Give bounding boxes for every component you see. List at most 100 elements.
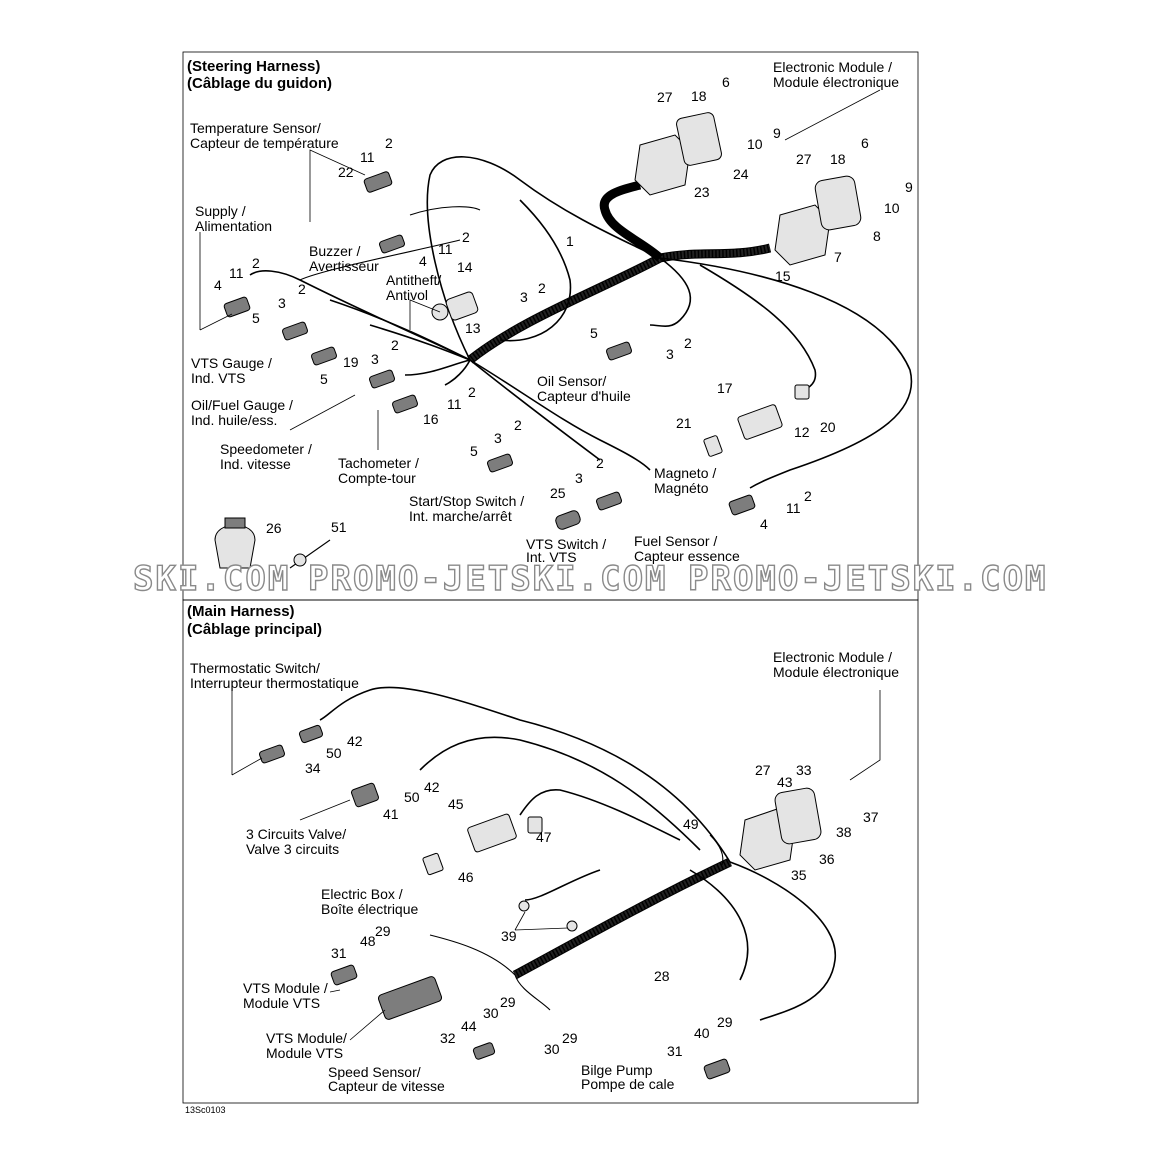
callout-26: 26 — [266, 520, 282, 536]
label-valve-en: 3 Circuits Valve/ — [246, 826, 346, 842]
label-vts-module1-fr: Module VTS — [243, 995, 320, 1011]
callout-m37: 37 — [863, 809, 879, 825]
callout-11b: 11 — [438, 241, 453, 257]
label-oil-fuel-gauge-en: Oil/Fuel Gauge / — [191, 397, 293, 413]
callout-17: 17 — [717, 380, 733, 396]
callout-m34: 34 — [305, 760, 321, 776]
callout-m30a: 30 — [483, 1005, 499, 1021]
callout-3e: 3 — [575, 470, 583, 486]
label-temp-sensor-en: Temperature Sensor/ — [190, 120, 321, 136]
callout-18b: 18 — [830, 151, 846, 167]
callout-5c: 5 — [590, 325, 598, 341]
electronic-module-connector-main — [739, 787, 822, 871]
callout-m35: 35 — [791, 867, 807, 883]
callout-m31a: 31 — [331, 945, 347, 961]
callout-3b: 3 — [371, 351, 379, 367]
steering-labels: Temperature Sensor/ Capteur de températu… — [190, 59, 899, 565]
main-title-fr: (Câblage principal) — [187, 621, 322, 638]
label-elecmod2-en: Electronic Module / — [773, 649, 892, 665]
label-tachometer-en: Tachometer / — [338, 455, 419, 471]
callout-2j: 2 — [684, 335, 692, 351]
callout-m43: 43 — [777, 774, 793, 790]
callout-1: 1 — [566, 233, 574, 249]
callout-2h: 2 — [514, 417, 522, 433]
label-oil-sensor-en: Oil Sensor/ — [537, 373, 606, 389]
steering-callouts: 1 2 2 2 2 2 2 2 2 2 2 2 3 3 3 3 3 3 4 4 … — [214, 74, 913, 536]
callout-2d: 2 — [298, 281, 306, 297]
callout-2c: 2 — [252, 255, 260, 271]
callout-3f: 3 — [666, 346, 674, 362]
label-speedometer-en: Speedometer / — [220, 441, 312, 457]
callout-3d: 3 — [494, 430, 502, 446]
callout-m49: 49 — [683, 816, 699, 832]
callout-2b: 2 — [462, 229, 470, 245]
callout-11: 11 — [360, 149, 375, 165]
callout-25: 25 — [550, 485, 566, 501]
callout-4b: 4 — [214, 277, 222, 293]
label-speed-sensor-en: Speed Sensor/ — [328, 1064, 421, 1080]
callout-10: 10 — [747, 136, 763, 152]
main-small-connectors — [259, 724, 731, 1080]
gauge-lamp — [214, 517, 256, 569]
watermark-text-2: PROMO-JETSKI.COM — [308, 559, 668, 599]
main-callouts: 27 28 29 29 29 29 30 30 31 31 32 33 34 3… — [305, 733, 879, 1059]
label-elecbox-en: Electric Box / — [321, 886, 403, 902]
callout-m29a: 29 — [375, 923, 391, 939]
callout-2: 2 — [385, 135, 393, 151]
callout-27: 27 — [657, 89, 673, 105]
callout-11d: 11 — [447, 396, 462, 412]
label-supply-en: Supply / — [195, 203, 246, 219]
callout-2g: 2 — [538, 280, 546, 296]
label-thermostatic-fr: Interrupteur thermostatique — [190, 675, 359, 691]
callout-m48: 48 — [360, 933, 376, 949]
label-vts-gauge-en: VTS Gauge / — [191, 355, 272, 371]
callout-6b: 6 — [861, 135, 869, 151]
main-labels: Thermostatic Switch/ Interrupteur thermo… — [190, 649, 899, 1094]
label-vts-module2-fr: Module VTS — [266, 1045, 343, 1061]
callout-10b: 10 — [884, 200, 900, 216]
callout-m36: 36 — [819, 851, 835, 867]
callout-11e: 11 — [786, 500, 801, 516]
label-buzzer-fr: Avertisseur — [309, 258, 379, 274]
callout-16: 16 — [423, 411, 439, 427]
label-fuel-sensor-en: Fuel Sensor / — [634, 533, 717, 549]
callout-18: 18 — [691, 88, 707, 104]
callout-m46: 46 — [458, 869, 474, 885]
electronic-module-connector-upper — [634, 112, 862, 266]
label-oil-fuel-gauge-fr: Ind. huile/ess. — [191, 412, 277, 428]
main-frame — [182, 599, 919, 1104]
label-elecbox-fr: Boîte électrique — [321, 901, 418, 917]
callout-2i: 2 — [596, 455, 604, 471]
callout-m27: 27 — [755, 762, 771, 778]
callout-m44: 44 — [461, 1018, 477, 1034]
label-start-stop-fr: Int. marche/arrêt — [409, 508, 512, 524]
callout-m42b: 42 — [424, 779, 440, 795]
callout-m33: 33 — [796, 762, 812, 778]
callout-3: 3 — [278, 295, 286, 311]
callout-m41: 41 — [383, 806, 399, 822]
callout-19: 19 — [343, 354, 359, 370]
label-magneto-en: Magneto / — [654, 465, 716, 481]
callout-m29d: 29 — [717, 1014, 733, 1030]
label-magneto-fr: Magnéto — [654, 480, 709, 496]
callout-3c: 3 — [520, 289, 528, 305]
label-vts-module1-en: VTS Module / — [243, 980, 328, 996]
label-vts-switch-en: VTS Switch / — [526, 536, 606, 552]
callout-2k: 2 — [804, 488, 812, 504]
callout-m45: 45 — [448, 796, 464, 812]
callout-m42a: 42 — [347, 733, 363, 749]
label-electronic-module-fr: Module électronique — [773, 74, 899, 90]
callout-8: 8 — [873, 228, 881, 244]
main-harness — [231, 686, 881, 1080]
callout-5: 5 — [252, 310, 260, 326]
label-vts-gauge-fr: Ind. VTS — [191, 370, 245, 386]
label-buzzer-en: Buzzer / — [309, 243, 360, 259]
label-elecmod2-fr: Module électronique — [773, 664, 899, 680]
label-antitheft-fr: Antivol — [386, 287, 428, 303]
callout-m29b: 29 — [500, 994, 516, 1010]
label-vts-module2-en: VTS Module/ — [266, 1030, 347, 1046]
label-speedometer-fr: Ind. vitesse — [220, 456, 291, 472]
callout-m28: 28 — [654, 968, 670, 984]
steering-harness — [199, 89, 913, 569]
